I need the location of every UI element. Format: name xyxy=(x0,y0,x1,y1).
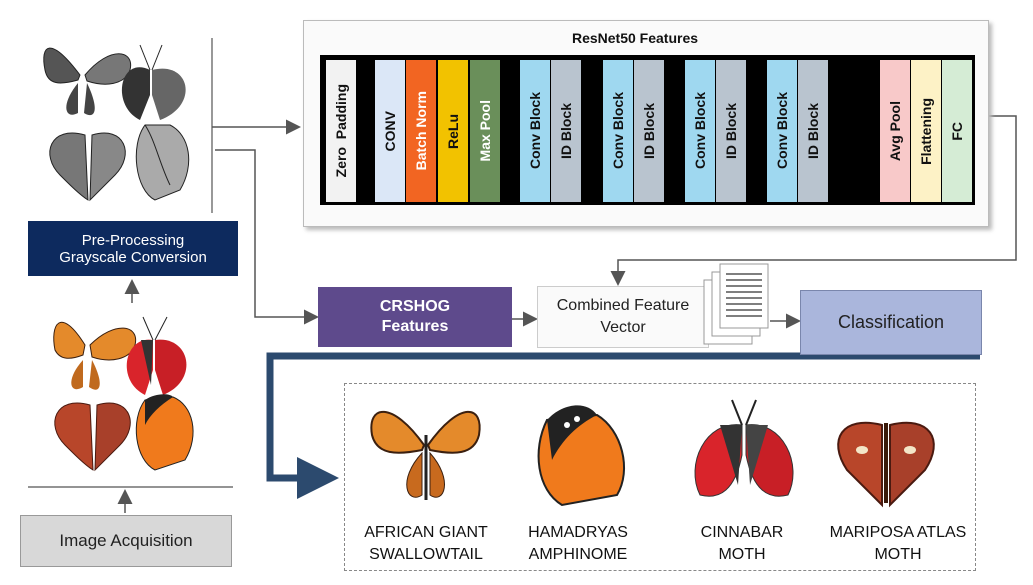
acquired-images xyxy=(53,316,194,472)
resnet-block-label: Conv Block xyxy=(692,92,708,170)
color-atlas-icon xyxy=(54,402,131,472)
resnet-block-label: Conv Block xyxy=(527,92,543,170)
color-cinnabar-icon xyxy=(126,316,187,395)
classification-box: Classification xyxy=(800,290,982,355)
african-giant-swallowtail-icon xyxy=(370,410,481,500)
results-panel xyxy=(344,383,976,571)
resnet-block-label: ID Block xyxy=(805,102,821,159)
resnet-block-label: Conv Block xyxy=(774,92,790,170)
resnet-block-2: CONV xyxy=(375,60,405,202)
resnet-block-9: ID Block xyxy=(634,60,664,202)
resnet-block-13: ID Block xyxy=(798,60,828,202)
class-label-line: MOTH xyxy=(718,546,766,563)
resnet-block-16: FC xyxy=(942,60,972,202)
class-label-line: SWALLOWTAIL xyxy=(369,546,483,563)
resnet-block-4: ReLu xyxy=(438,60,468,202)
resnet-block-3: Batch Norm xyxy=(406,60,436,202)
resnet-block-label: ID Block xyxy=(641,102,657,159)
classification-label: Classification xyxy=(837,312,945,332)
preprocessing-line-1: Pre-Processing xyxy=(81,231,185,249)
grayscale-moth-icon xyxy=(121,44,186,120)
class-label-african-giant-swallowtail: AFRICAN GIANT SWALLOWTAIL xyxy=(346,522,506,566)
combined-line-1: Combined Feature xyxy=(556,297,690,314)
class-label-line: MARIPOSA ATLAS xyxy=(829,524,967,541)
color-swallowtail-icon xyxy=(53,321,137,390)
class-label-line: AMPHINOME xyxy=(528,546,628,563)
resnet-block-label: Flattening xyxy=(918,97,934,165)
grayscale-swallowtail-icon xyxy=(43,47,132,116)
combined-line-2: Vector xyxy=(600,319,646,336)
resnet-block-label: Avg Pool xyxy=(887,100,903,162)
resnet-block-14: Avg Pool xyxy=(880,60,910,202)
hamadryas-amphinome-icon xyxy=(537,405,626,507)
class-label-line: HAMADRYAS xyxy=(528,524,628,541)
document-stack-icon xyxy=(703,263,769,345)
image-acquisition-box: Image Acquisition xyxy=(20,515,232,567)
resnet-block-1: Zero Padding xyxy=(326,60,356,202)
color-hamadryas-icon xyxy=(135,394,194,471)
resnet-block-label: ID Block xyxy=(723,102,739,159)
preprocessing-box: Pre-Processing Grayscale Conversion xyxy=(28,221,238,276)
resnet-block-label: CONV xyxy=(382,110,398,152)
grayscale-atlas-icon xyxy=(49,132,126,202)
resnet-block-label: Batch Norm xyxy=(413,91,429,171)
preprocessing-line-2: Grayscale Conversion xyxy=(59,248,207,266)
class-label-line: AFRICAN GIANT xyxy=(364,524,488,541)
resnet-block-label: FC xyxy=(949,121,965,141)
resnet-block-15: Flattening xyxy=(911,60,941,202)
resnet-block-10: Conv Block xyxy=(685,60,715,202)
resnet-block-7: ID Block xyxy=(551,60,581,202)
image-acquisition-label: Image Acquisition xyxy=(59,531,193,550)
resnet-block-label: Zero Padding xyxy=(333,84,349,178)
resnet-block-label: ID Block xyxy=(558,102,574,159)
resnet-block-6: Conv Block xyxy=(520,60,550,202)
grayscale-hamadryas-icon xyxy=(135,124,190,201)
crshog-line-2: Features xyxy=(381,318,449,335)
class-label-cinnabar-moth: CINNABAR MOTH xyxy=(662,522,822,566)
combined-feature-vector-box: Combined Feature Vector xyxy=(537,286,709,348)
resnet-block-label: Conv Block xyxy=(610,92,626,170)
resnet-block-8: Conv Block xyxy=(603,60,633,202)
class-label-mariposa-atlas-moth: MARIPOSA ATLAS MOTH xyxy=(818,522,978,566)
crshog-line-1: CRSHOG xyxy=(379,298,451,315)
class-label-line: MOTH xyxy=(874,546,922,563)
crshog-features-box: CRSHOG Features xyxy=(318,287,512,347)
class-label-hamadryas-amphinome: HAMADRYAS AMPHINOME xyxy=(498,522,658,566)
resnet-block-12: Conv Block xyxy=(767,60,797,202)
resnet-block-label: Max Pool xyxy=(477,100,493,162)
cinnabar-moth-icon xyxy=(694,399,794,497)
grayscale-images xyxy=(43,44,190,202)
resnet-title: ResNet50 Features xyxy=(571,30,699,46)
resnet-block-5: Max Pool xyxy=(470,60,500,202)
resnet-block-label: ReLu xyxy=(445,113,461,149)
result-images xyxy=(370,399,935,508)
mariposa-atlas-moth-icon xyxy=(837,421,935,508)
class-label-line: CINNABAR xyxy=(700,524,784,541)
resnet-block-11: ID Block xyxy=(716,60,746,202)
